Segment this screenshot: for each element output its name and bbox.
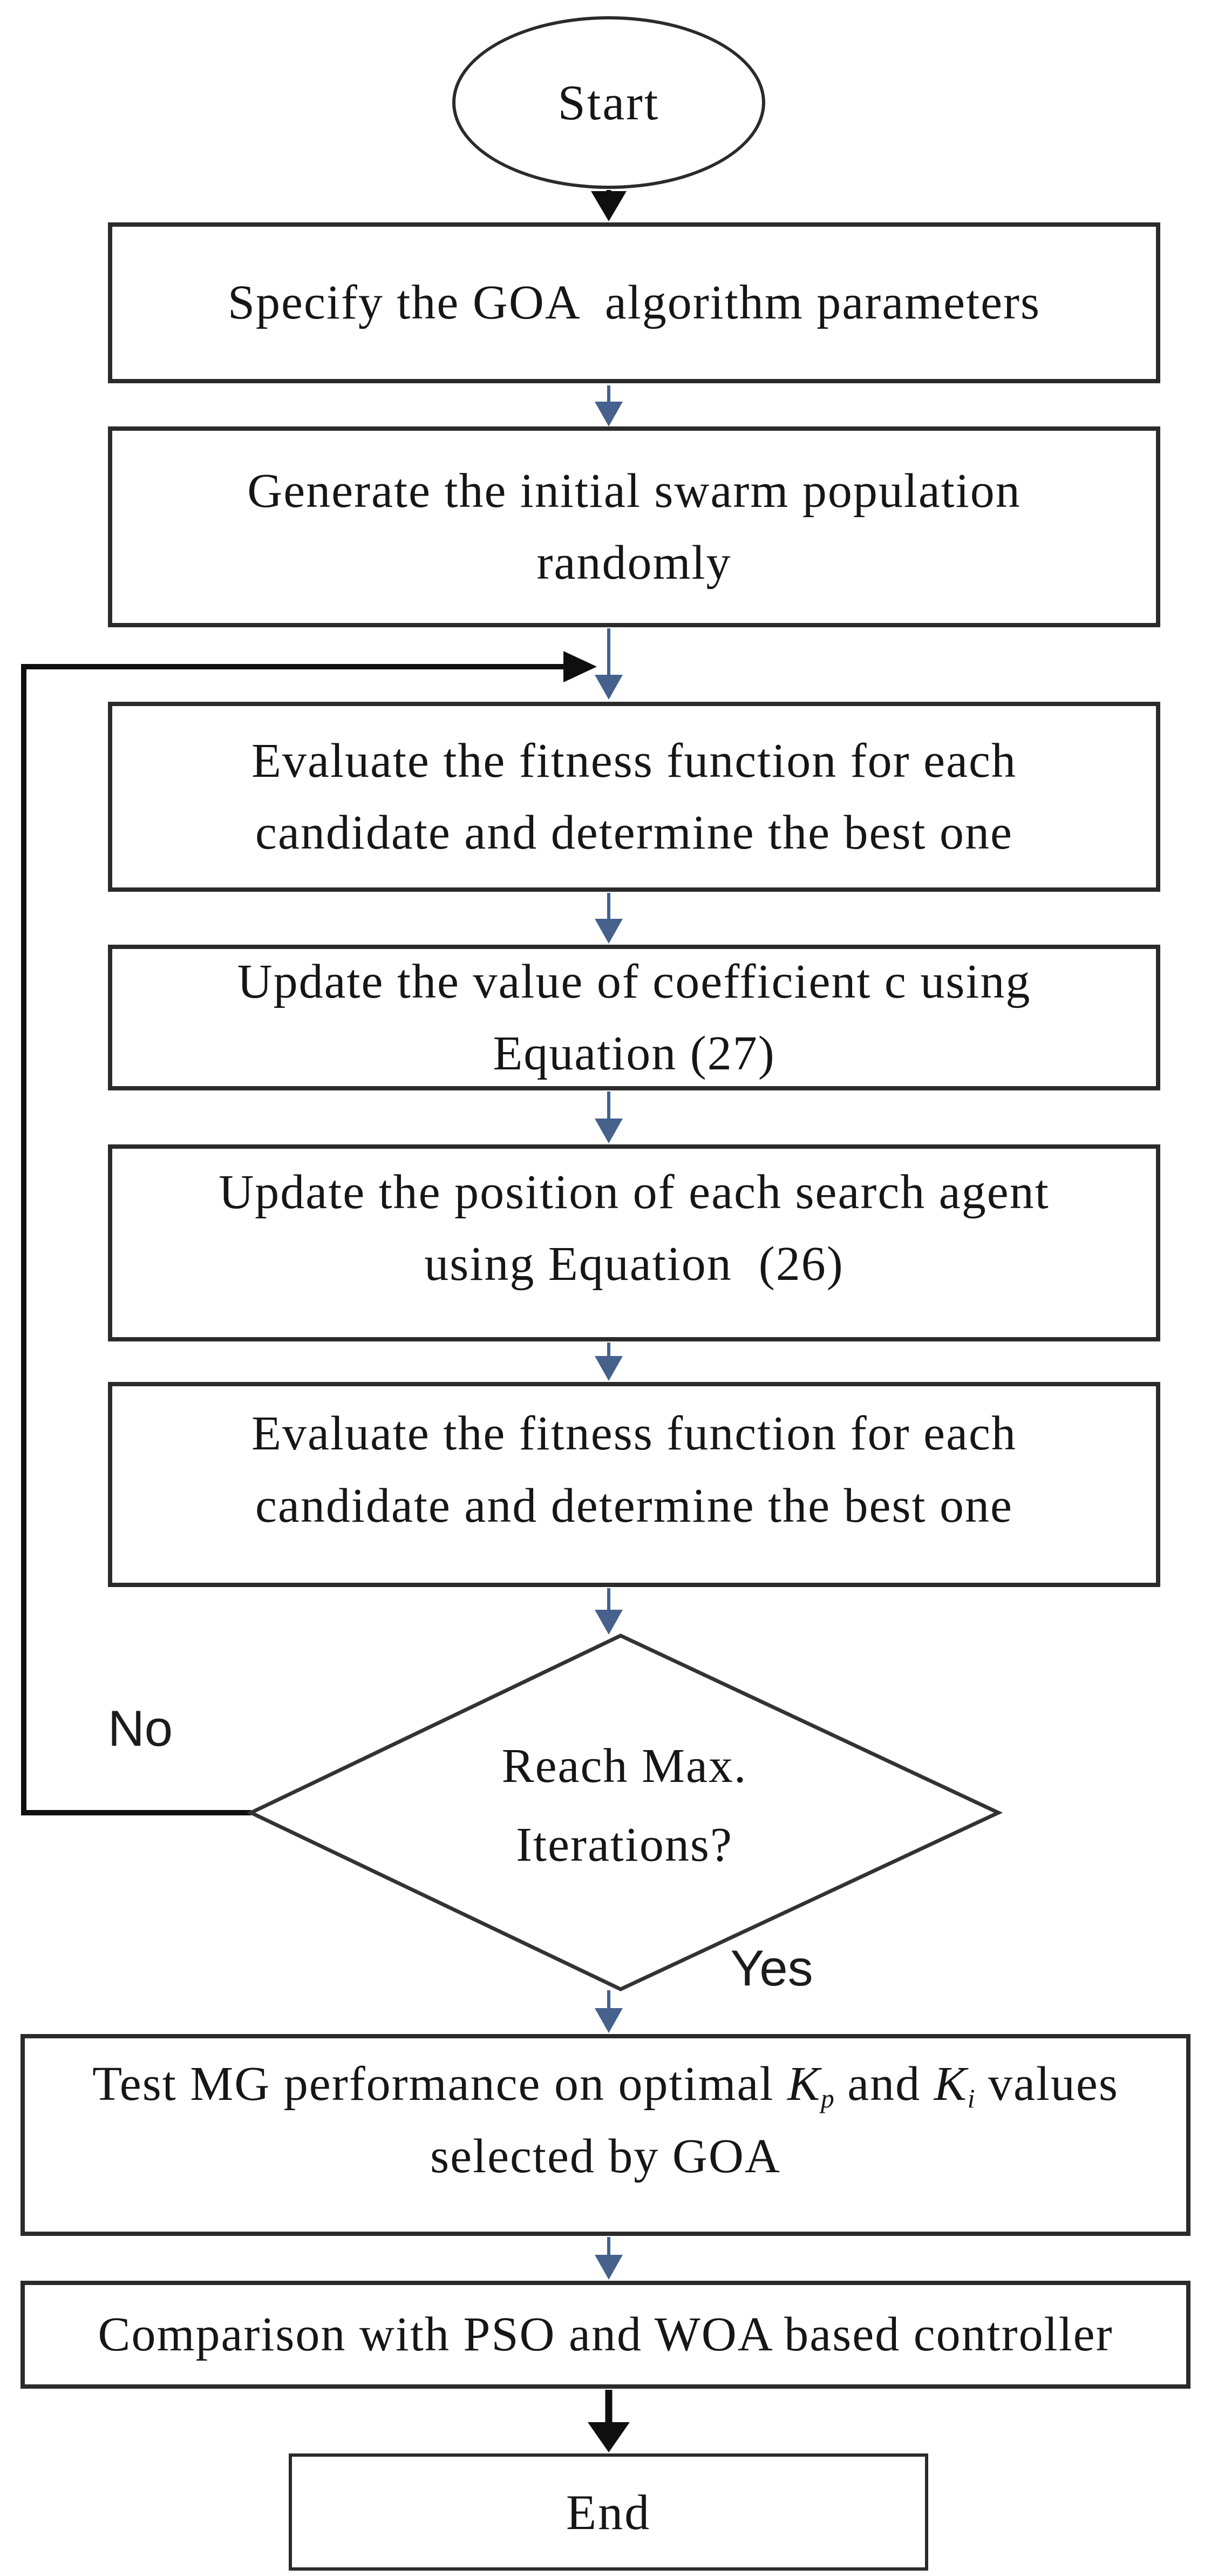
- arrow-step5-to-step6: [595, 1343, 623, 1381]
- process-box-evaluate-fitness-1: Evaluate the fitness function for each c…: [108, 702, 1160, 892]
- process-label-line: Evaluate the fitness function for each: [251, 734, 1017, 788]
- decision-label: Reach Max. Iterations?: [409, 1703, 840, 1908]
- arrowhead-icon: [595, 1118, 623, 1143]
- arrow-step3-to-step4: [595, 893, 623, 944]
- ki-subscript: i: [967, 2084, 975, 2114]
- arrowhead-icon: [595, 675, 623, 700]
- arrow-step2-to-step3: [595, 628, 623, 700]
- process-label-line: Update the position of each search agent: [219, 1165, 1050, 1219]
- process-label-line: candidate and determine the best one: [255, 806, 1013, 859]
- arrowhead-icon: [588, 2422, 630, 2452]
- process-label-line: randomly: [536, 536, 732, 589]
- arrow-step1-to-step2: [595, 385, 623, 426]
- decision-label-line: Reach Max.: [501, 1739, 747, 1793]
- process-box-comparison: Comparison with PSO and WOA based contro…: [21, 2281, 1190, 2389]
- process-label-line: selected by GOA: [430, 2129, 781, 2183]
- decision-label-line: Iterations?: [516, 1818, 733, 1872]
- arrow-decision-to-step7: [595, 1990, 623, 2033]
- process-box-test-mg-performance: Test MG performance on optimal Kp and Ki…: [21, 2034, 1190, 2236]
- arrowhead-icon: [591, 191, 627, 221]
- arrow-step8-to-end: [588, 2390, 630, 2452]
- end-label: End: [566, 2484, 651, 2540]
- process-label-line: Equation (27): [493, 1027, 775, 1080]
- arrowhead-icon: [595, 1610, 623, 1635]
- process-label-line: Update the value of coefficient c using: [237, 954, 1031, 1008]
- end-box: End: [289, 2453, 928, 2571]
- process-box-generate-population: Generate the initial swarm population ra…: [108, 426, 1160, 627]
- kp-symbol: K: [787, 2057, 821, 2111]
- yes-label: Yes: [730, 1940, 813, 1996]
- arrow-step7-to-step8: [595, 2237, 623, 2280]
- arrow-step6-to-decision: [595, 1588, 623, 1635]
- process-label-line: candidate and determine the best one: [255, 1479, 1013, 1533]
- process-label-line: Evaluate the fitness function for each: [251, 1407, 1017, 1461]
- arrow-step4-to-step5: [595, 1092, 623, 1143]
- process-label-line: Test MG performance on optimal Kp and Ki…: [92, 2057, 1119, 2114]
- decision-diamond-max-iterations: [246, 1633, 1003, 1991]
- loop-back-arrowhead-icon: [563, 651, 597, 682]
- arrowhead-icon: [595, 919, 623, 944]
- arrowhead-icon: [595, 402, 623, 426]
- process-label: Specify the GOA algorithm parameters: [227, 276, 1041, 330]
- process-box-update-coefficient: Update the value of coefficient c using …: [108, 945, 1160, 1090]
- process-label-line: Generate the initial swarm population: [247, 464, 1021, 518]
- arrowhead-icon: [595, 2255, 623, 2280]
- ki-symbol: K: [934, 2057, 968, 2111]
- process-label: Comparison with PSO and WOA based contro…: [98, 2308, 1113, 2362]
- arrowhead-icon: [595, 2008, 623, 2033]
- arrowhead-icon: [595, 1356, 623, 1381]
- process-box-update-position: Update the position of each search agent…: [108, 1144, 1160, 1341]
- arrow-start-to-step1: [591, 190, 627, 221]
- process-label-line: using Equation (26): [424, 1237, 844, 1291]
- start-ellipse: Start: [452, 16, 765, 189]
- start-label: Start: [557, 75, 660, 130]
- process-box-specify-parameters: Specify the GOA algorithm parameters: [108, 222, 1160, 383]
- no-label: No: [107, 1700, 173, 1757]
- process-box-evaluate-fitness-2: Evaluate the fitness function for each c…: [108, 1382, 1160, 1587]
- kp-subscript: p: [820, 2084, 834, 2114]
- loop-back-arrow: [21, 651, 597, 1815]
